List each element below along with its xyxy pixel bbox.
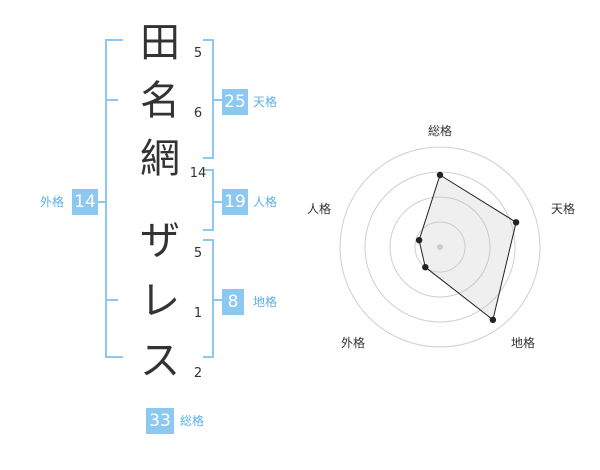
tenkaku-label: 天格 xyxy=(253,95,278,109)
radar-point-3 xyxy=(489,316,497,323)
name-char-2: 名 xyxy=(140,78,180,124)
radar-axis-label-gaikaku: 外格 xyxy=(340,336,365,350)
stroke-count-6: 2 xyxy=(193,366,203,381)
radar-point-4 xyxy=(422,264,429,271)
radar-grid-ring-4 xyxy=(414,221,466,273)
name-char-4: ザ xyxy=(140,218,180,264)
stroke-count-4: 5 xyxy=(193,246,203,261)
stroke-count-5: 1 xyxy=(193,306,203,321)
radar-series-polygon xyxy=(418,174,517,321)
tenkaku-value: 25 xyxy=(222,89,248,115)
radar-axis-label-tenkaku: 天格 xyxy=(550,202,575,216)
chikaku-value: 8 xyxy=(222,289,244,315)
radar-axis-label-chikaku: 地格 xyxy=(510,336,535,350)
gaikaku-value: 14 xyxy=(72,189,98,215)
name-char-5: レ xyxy=(140,278,180,324)
radar-grid-ring-3 xyxy=(389,196,491,298)
name-char-3: 網 xyxy=(140,136,180,182)
chikaku-label: 地格 xyxy=(253,295,278,309)
radar-axis-label-soukaku: 総格 xyxy=(427,124,452,138)
soukaku-label: 総格 xyxy=(180,414,205,428)
stroke-count-2: 6 xyxy=(193,106,203,121)
radar-point-1 xyxy=(436,171,444,179)
jinkaku-value: 19 xyxy=(222,189,248,215)
stroke-count-3: 14 xyxy=(189,166,207,181)
radar-point-2 xyxy=(512,219,520,226)
soukaku-value: 33 xyxy=(146,408,174,434)
stroke-count-1: 5 xyxy=(193,46,203,61)
name-char-1: 田 xyxy=(140,20,180,66)
gaikaku-label: 外格 xyxy=(40,195,65,209)
radar-axis-label-jinkaku: 人格 xyxy=(306,202,331,216)
name-char-6: ス xyxy=(140,338,180,384)
radar-grid-ring-1 xyxy=(339,146,541,348)
jinkaku-label: 人格 xyxy=(253,195,278,209)
radar-center-dot xyxy=(437,244,443,250)
radar-point-5 xyxy=(415,237,423,244)
